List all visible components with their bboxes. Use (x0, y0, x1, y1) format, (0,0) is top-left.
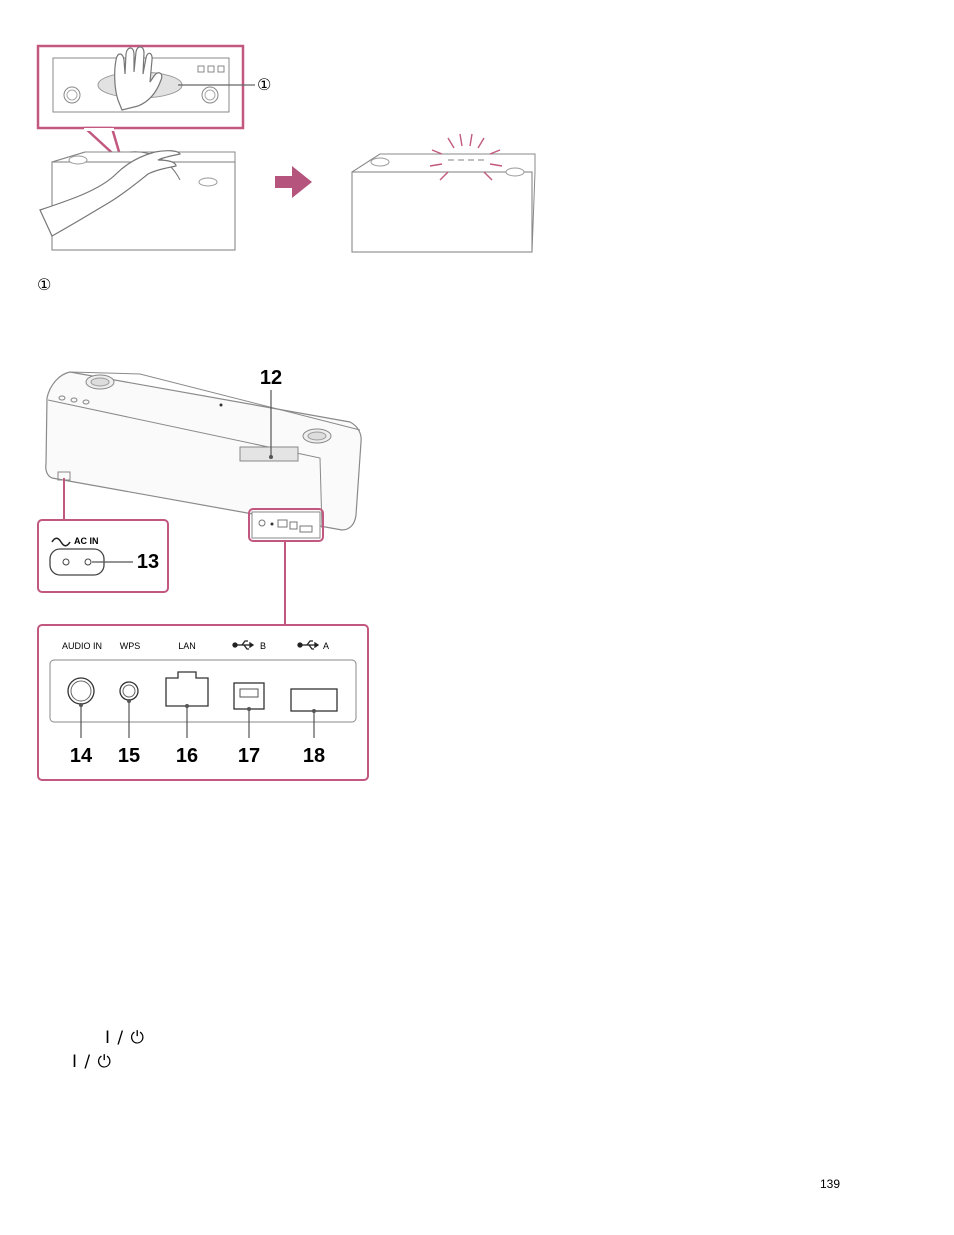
hand-swipe (39, 150, 181, 237)
power-symbol-line-1: I / ⏻ (105, 1028, 145, 1048)
rear-panel-illustration: 12 13 AC IN AUDIO IN WPS LAN B A 14 15 1… (37, 367, 369, 781)
power-symbol-line-2: I / ⏻ (72, 1052, 112, 1072)
light-burst (429, 133, 503, 181)
rear-jack-area (251, 511, 321, 539)
callout-marker-1: ① (257, 75, 272, 94)
audio-in-jack (67, 677, 95, 705)
label-18: 18 (303, 745, 325, 767)
hand-from-above (114, 46, 163, 111)
touch-operation-illustration (36, 44, 536, 253)
usb-a-port (290, 688, 338, 712)
nfc-slot (239, 446, 299, 462)
label-16: 16 (176, 745, 198, 767)
ac-in-label: AC IN (74, 536, 99, 546)
label-12: 12 (260, 367, 282, 389)
speaker-right (351, 171, 533, 253)
page-number: 139 (820, 1177, 841, 1191)
label-15: 15 (118, 745, 140, 767)
label-14: 14 (70, 745, 93, 767)
legend-marker-1: ① (37, 275, 52, 294)
usb-b-port (233, 682, 265, 710)
usb-a-label: A (323, 641, 329, 651)
audio-in-label: AUDIO IN (62, 641, 102, 651)
wps-label: WPS (120, 641, 141, 651)
usb-b-label: B (260, 641, 266, 651)
label-17: 17 (238, 745, 260, 767)
lan-label: LAN (178, 641, 196, 651)
label-13: 13 (137, 551, 159, 573)
speaker-body (45, 371, 362, 531)
lan-port (165, 671, 209, 707)
transition-arrow (275, 166, 312, 198)
